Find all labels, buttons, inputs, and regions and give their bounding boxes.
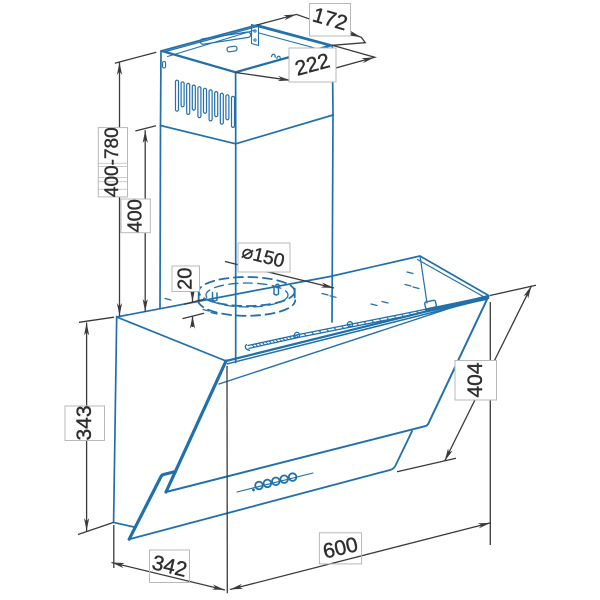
svg-text:404: 404 [464, 362, 487, 397]
svg-text:400: 400 [125, 199, 147, 232]
svg-text:600: 600 [321, 533, 360, 563]
svg-text:342: 342 [150, 551, 189, 582]
svg-text:20: 20 [175, 268, 197, 290]
svg-text:172: 172 [310, 4, 350, 36]
svg-text:400-780: 400-780 [102, 127, 123, 197]
svg-text:343: 343 [73, 405, 96, 440]
